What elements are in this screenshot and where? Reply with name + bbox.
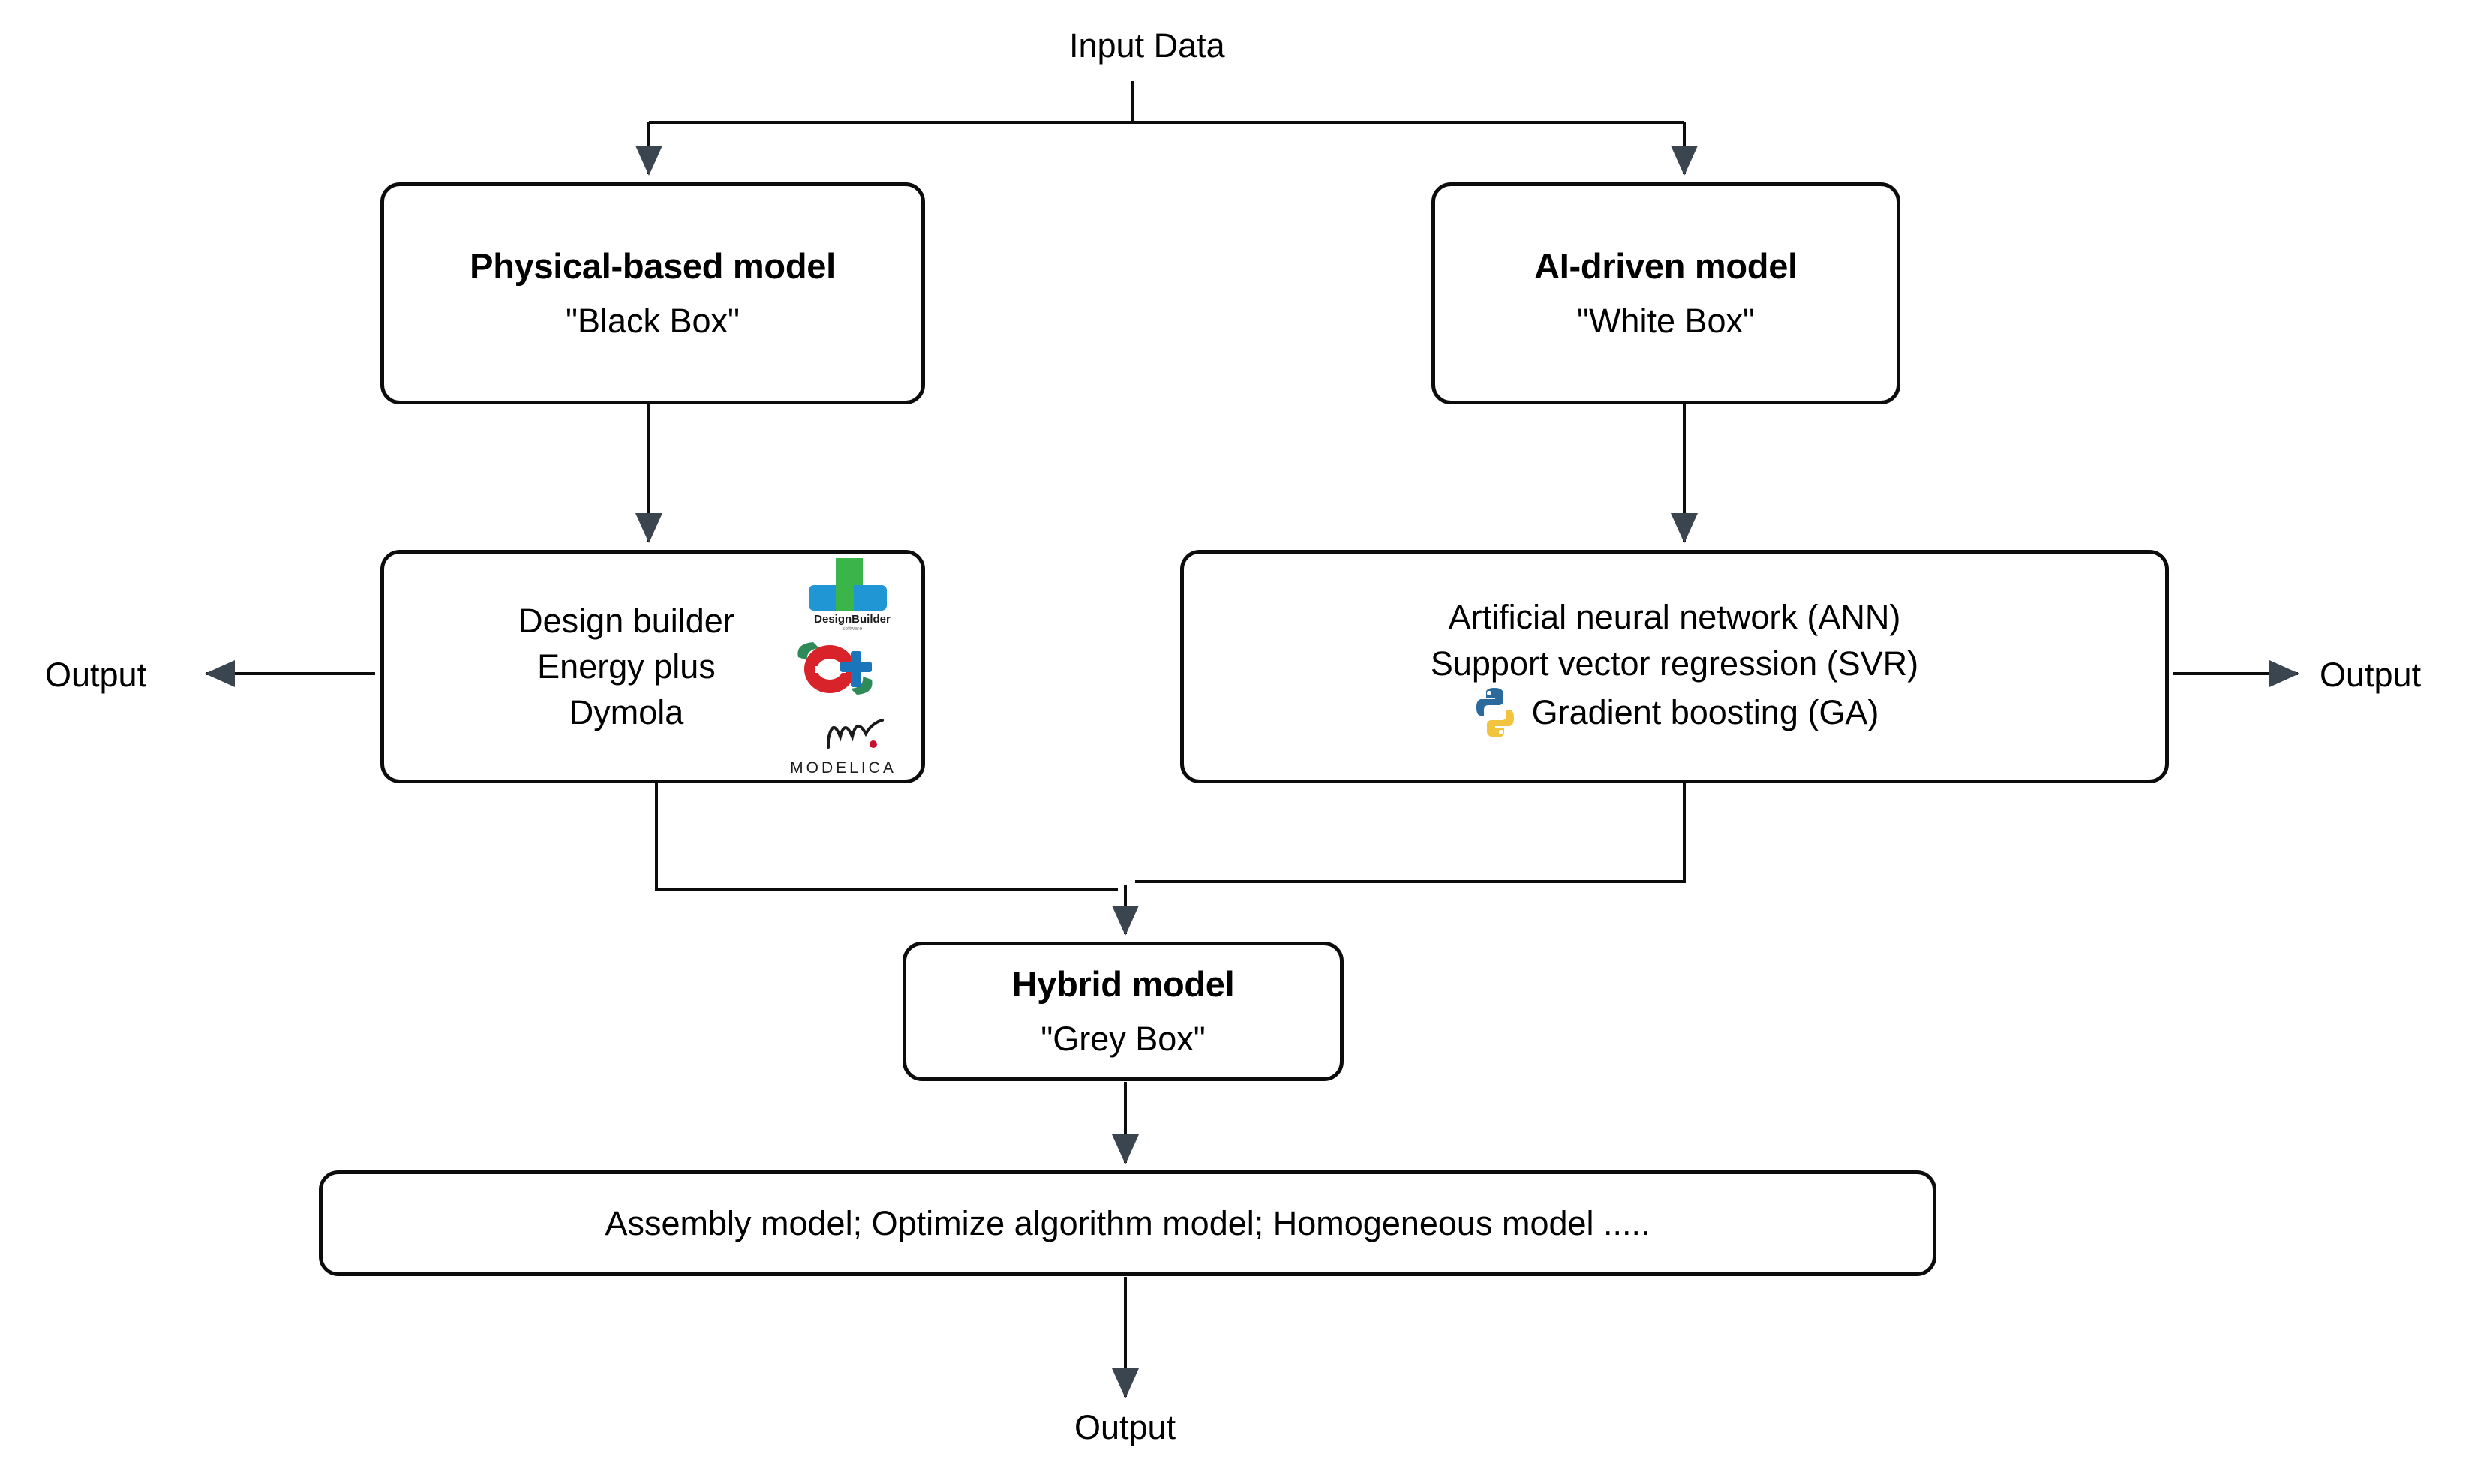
tools-layout: Design builder Energy plus Dymola Design… bbox=[384, 554, 921, 780]
edge-tools-to-merge bbox=[655, 783, 1118, 891]
energyplus-logo bbox=[797, 642, 873, 695]
tools-logo-stack: DesignBuilder software bbox=[777, 557, 917, 782]
hybrid-model-subtitle: "Grey Box" bbox=[1041, 1019, 1206, 1058]
modelica-logo: MODELICA bbox=[790, 719, 897, 777]
methods-row-gradient-boosting: Gradient boosting (GA) bbox=[1470, 686, 1879, 739]
edge-methods-to-merge bbox=[1135, 783, 1686, 883]
node-ai-methods[interactable]: Artificial neural network (ANN) Support … bbox=[1180, 550, 2169, 783]
node-physical-based-model[interactable]: Physical-based model "Black Box" bbox=[380, 182, 925, 404]
node-assembly-models[interactable]: Assembly model; Optimize algorithm model… bbox=[319, 1170, 1936, 1276]
svg-text:MODELICA: MODELICA bbox=[790, 759, 897, 777]
assembly-models-text: Assembly model; Optimize algorithm model… bbox=[605, 1203, 1650, 1242]
physical-model-subtitle: "Black Box" bbox=[565, 301, 740, 340]
output-label-right: Output bbox=[2320, 656, 2422, 694]
output-label-bottom: Output bbox=[1074, 1408, 1176, 1446]
python-logo bbox=[1476, 687, 1514, 737]
node-simulation-tools[interactable]: Design builder Energy plus Dymola Design… bbox=[380, 550, 925, 783]
tools-line-design-builder: Design builder bbox=[518, 601, 734, 640]
tools-line-energy-plus: Energy plus bbox=[537, 647, 716, 686]
tools-text-stack: Design builder Energy plus Dymola bbox=[518, 598, 787, 736]
hybrid-model-title: Hybrid model bbox=[1011, 963, 1235, 1004]
methods-line-ann: Artificial neural network (ANN) bbox=[1448, 598, 1901, 637]
physical-model-title: Physical-based model bbox=[470, 245, 836, 286]
tools-line-dymola: Dymola bbox=[569, 693, 684, 732]
designbuilder-logo: DesignBuilder software bbox=[809, 558, 891, 632]
ai-model-subtitle: "White Box" bbox=[1576, 301, 1756, 340]
svg-text:software: software bbox=[843, 626, 863, 632]
methods-line-gradient-boosting: Gradient boosting (GA) bbox=[1531, 693, 1879, 732]
methods-text-stack: Artificial neural network (ANN) Support … bbox=[1184, 594, 2165, 738]
node-hybrid-model[interactable]: Hybrid model "Grey Box" bbox=[903, 942, 1344, 1081]
svg-text:DesignBuilder: DesignBuilder bbox=[814, 613, 891, 626]
ai-model-title: AI-driven model bbox=[1534, 245, 1798, 286]
methods-line-svr: Support vector regression (SVR) bbox=[1430, 644, 1919, 683]
output-label-left: Output bbox=[45, 656, 147, 694]
node-ai-driven-model[interactable]: AI-driven model "White Box" bbox=[1431, 182, 1900, 404]
input-data-label: Input Data bbox=[1069, 26, 1225, 65]
